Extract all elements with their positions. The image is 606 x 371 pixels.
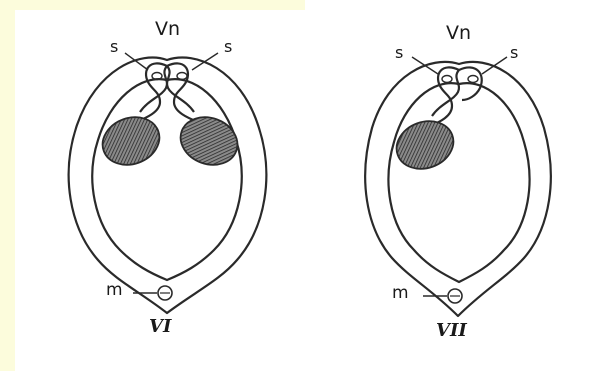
yellow-strip-left (0, 0, 15, 371)
yellow-band-top (0, 0, 305, 10)
label-vn-vii: Vn (446, 22, 471, 44)
label-s-left-vii: s (395, 43, 403, 62)
label-m-vi: m (106, 280, 123, 300)
label-s-left-vi: s (110, 37, 118, 56)
label-m-vii: m (392, 283, 409, 303)
label-s-right-vi: s (224, 37, 232, 56)
caption-vii: VII (436, 320, 467, 341)
label-vn-vi: Vn (155, 18, 180, 40)
caption-vi: VI (149, 316, 171, 337)
label-s-right-vii: s (510, 43, 518, 62)
